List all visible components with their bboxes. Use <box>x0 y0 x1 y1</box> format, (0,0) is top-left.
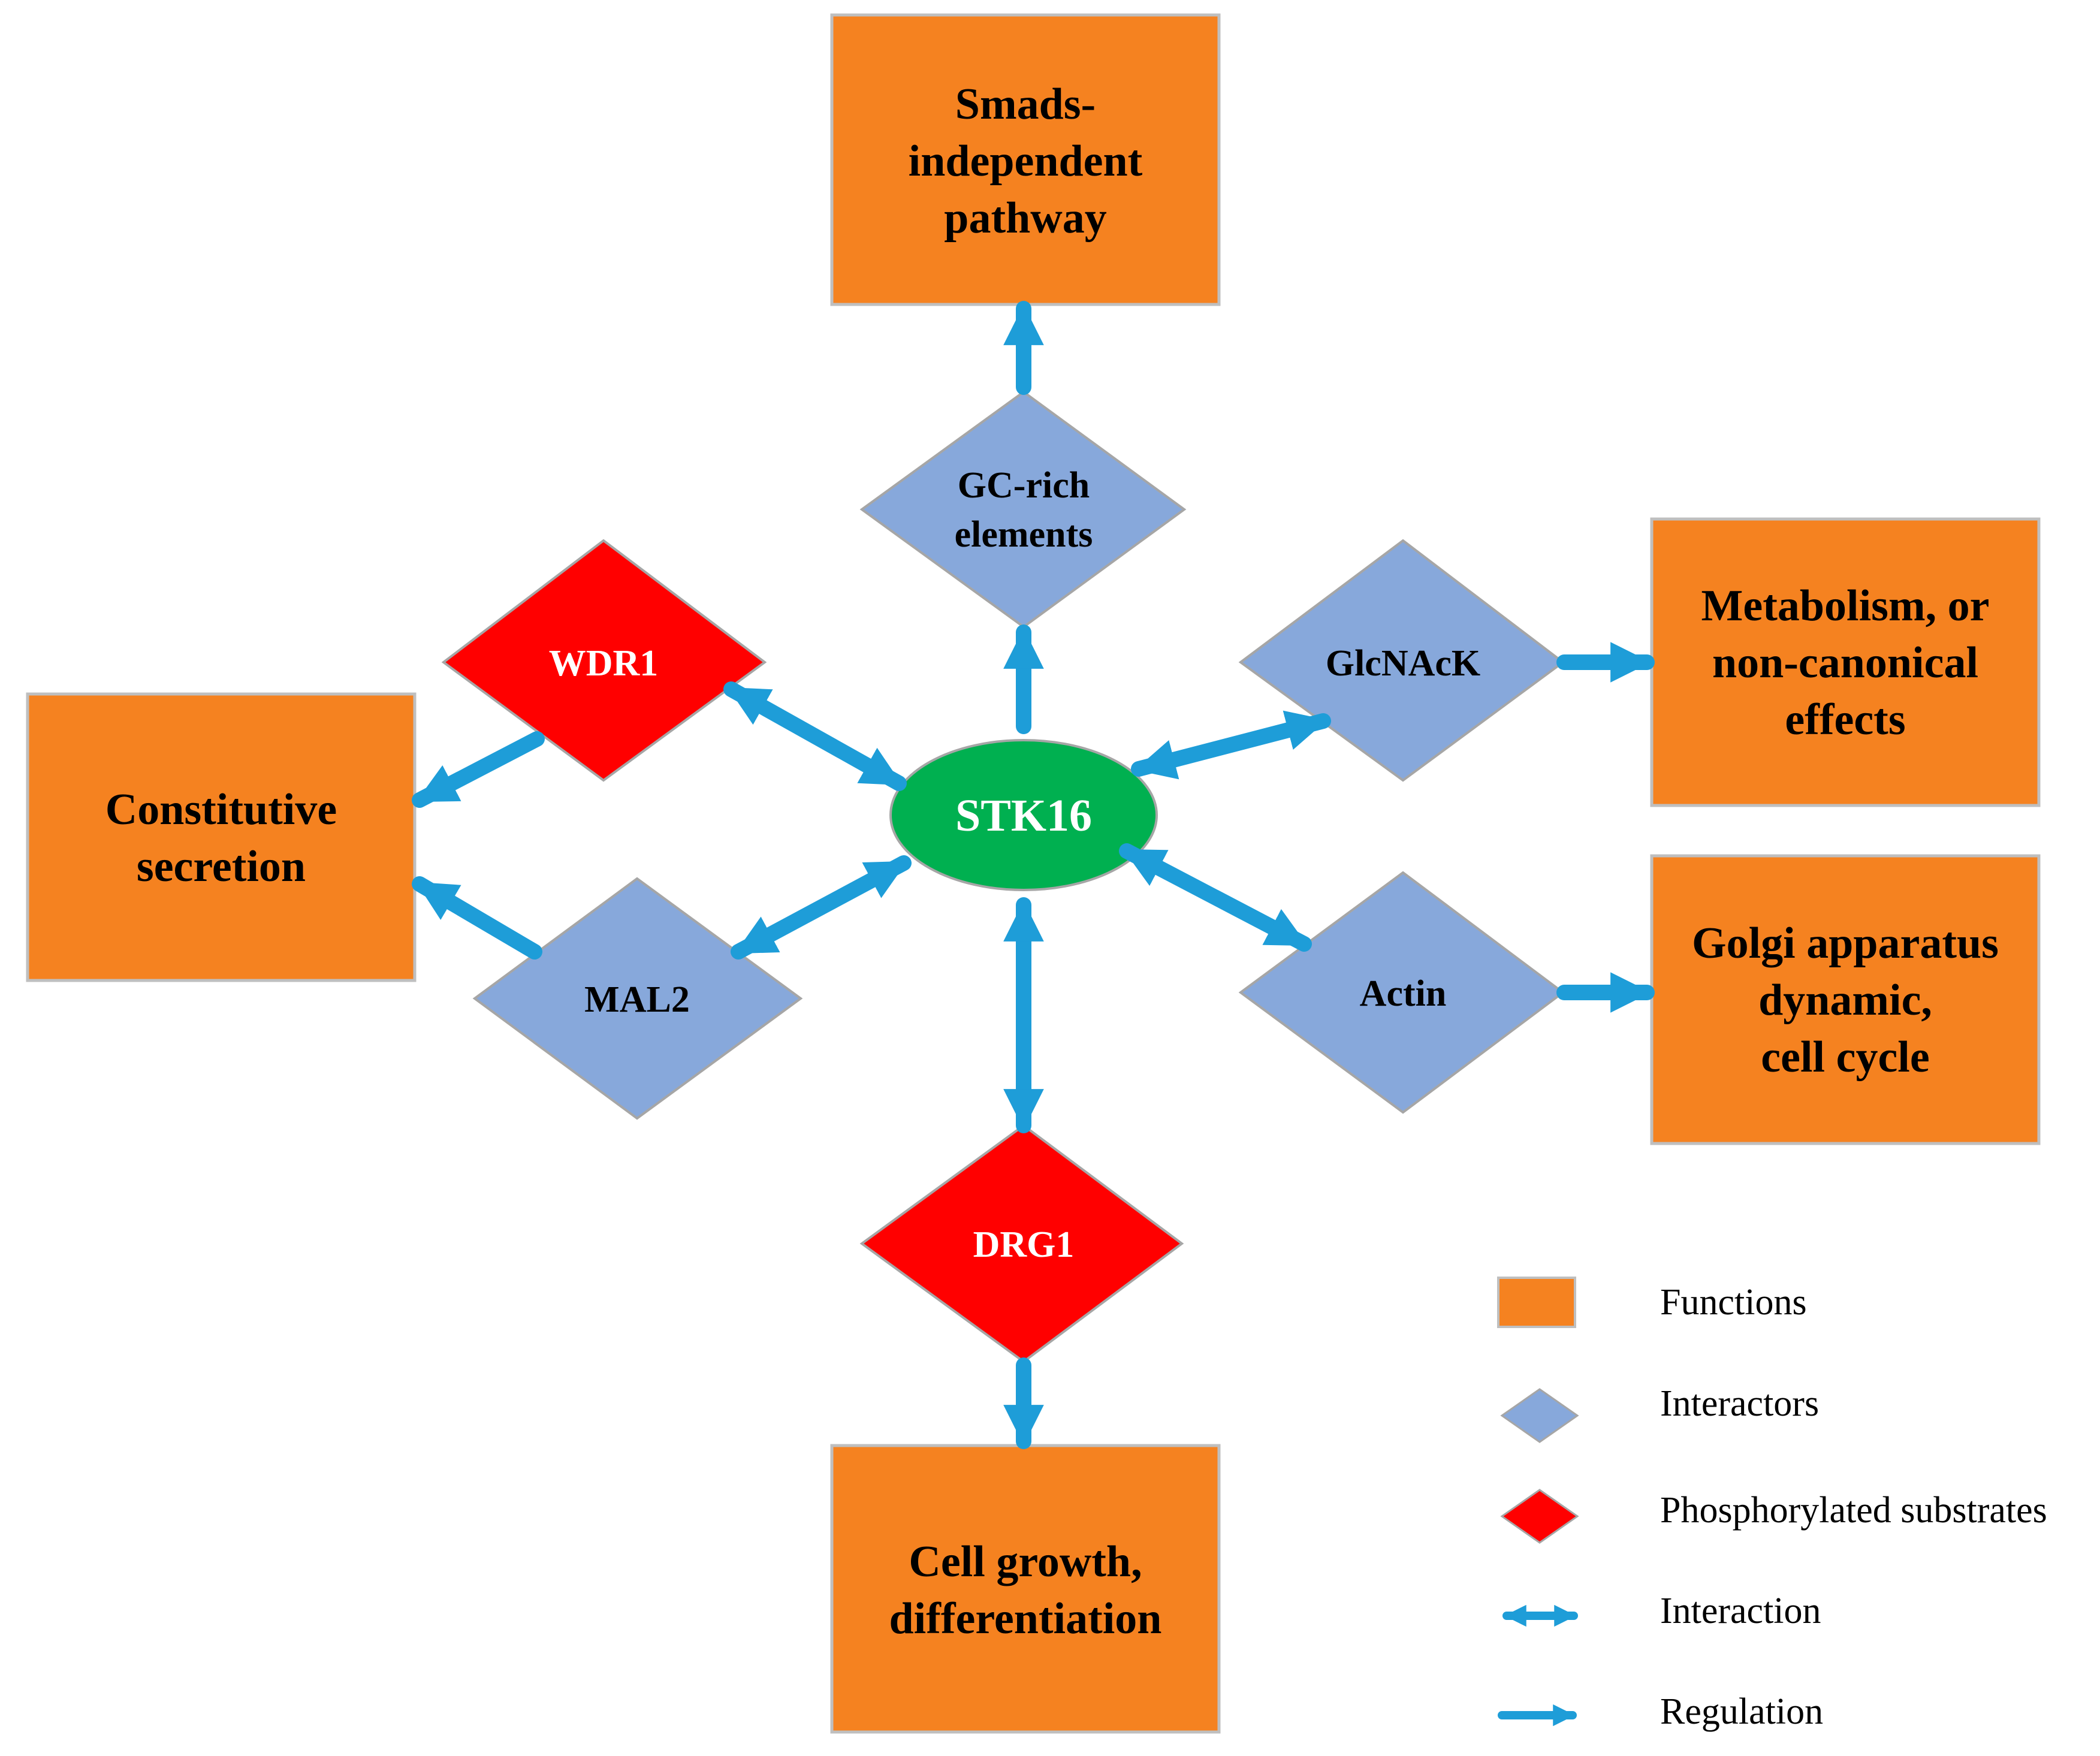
legend-item-substrates: Phosphorylated substrates <box>1500 1489 2047 1544</box>
function-metabolism-line-2: non-canonical <box>1712 638 1978 687</box>
legend-substrates-label: Phosphorylated substrates <box>1660 1490 2047 1531</box>
legend-item-interactors: Interactors <box>1500 1383 1819 1443</box>
interactor-glcnack-label: GlcNAcK <box>1326 643 1480 684</box>
legend-item-regulation: Regulation <box>1498 1691 1823 1732</box>
function-box-constitutive: Constitutive secretion <box>26 692 417 982</box>
function-box-cell-growth: Cell growth, differentiation <box>830 1444 1221 1734</box>
arrows <box>412 301 1655 1449</box>
interaction-arrow-glcnack-stk16 <box>1131 710 1331 780</box>
regulation-arrow-mal2-to-constitutive <box>412 876 542 960</box>
substrate-drg1: DRG1 <box>859 1124 1184 1363</box>
legend: Functions Interactors Phosphorylated sub… <box>1497 1277 2047 1732</box>
function-cell-growth-line-1: Cell growth, <box>909 1537 1142 1586</box>
legend-regulation-label: Regulation <box>1660 1691 1823 1732</box>
function-box-golgi: Golgi apparatus dynamic, cell cycle <box>1650 854 2041 1145</box>
substrate-drg1-label: DRG1 <box>973 1224 1075 1265</box>
function-golgi-line-2: dynamic, <box>1758 976 1932 1025</box>
function-constitutive-line-1: Constitutive <box>105 785 337 834</box>
function-box-metabolism: Metabolism, or non-canonical effects <box>1650 517 2041 807</box>
interactor-gc-rich: GC-rich elements <box>859 390 1187 629</box>
function-metabolism-line-3: effects <box>1785 695 1905 744</box>
function-smads-line-1: Smads- <box>955 80 1096 129</box>
interactor-actin-label: Actin <box>1360 973 1447 1014</box>
function-golgi-line-3: cell cycle <box>1761 1033 1929 1082</box>
center-node-label: STK16 <box>955 790 1092 841</box>
substrate-wdr1: WDR1 <box>441 539 767 782</box>
legend-interactors-label: Interactors <box>1660 1383 1819 1424</box>
interactor-actin: Actin <box>1238 871 1565 1114</box>
legend-item-functions: Functions <box>1497 1277 1807 1328</box>
legend-item-interaction: Interaction <box>1502 1591 1821 1631</box>
function-smads-line-3: pathway <box>944 194 1106 243</box>
interactor-gc-rich-line-2: elements <box>955 514 1093 555</box>
function-golgi-line-1: Golgi apparatus <box>1692 919 1999 968</box>
function-smads-line-2: independent <box>909 137 1143 186</box>
interaction-arrow-wdr1-stk16 <box>723 681 907 791</box>
interactor-mal2: MAL2 <box>472 877 803 1120</box>
function-metabolism-line-1: Metabolism, or <box>1701 581 1990 630</box>
legend-functions-label: Functions <box>1660 1282 1807 1323</box>
interaction-arrow-actin-stk16 <box>1119 843 1312 952</box>
interactor-gc-rich-line-1: GC-rich <box>958 465 1090 506</box>
interactor-mal2-label: MAL2 <box>584 979 690 1020</box>
function-cell-growth-line-2: differentiation <box>889 1594 1162 1643</box>
function-constitutive-line-2: secretion <box>137 842 306 891</box>
interactor-glcnack: GlcNAcK <box>1238 539 1565 782</box>
center-node-stk16: STK16 <box>889 739 1158 891</box>
function-box-smads: Smads- independent pathway <box>830 13 1221 306</box>
legend-interaction-label: Interaction <box>1660 1591 1821 1631</box>
interaction-arrow-mal2-stk16 <box>731 855 912 960</box>
regulation-arrow-wdr1-to-constitutive <box>412 731 545 808</box>
substrate-wdr1-label: WDR1 <box>549 643 659 684</box>
